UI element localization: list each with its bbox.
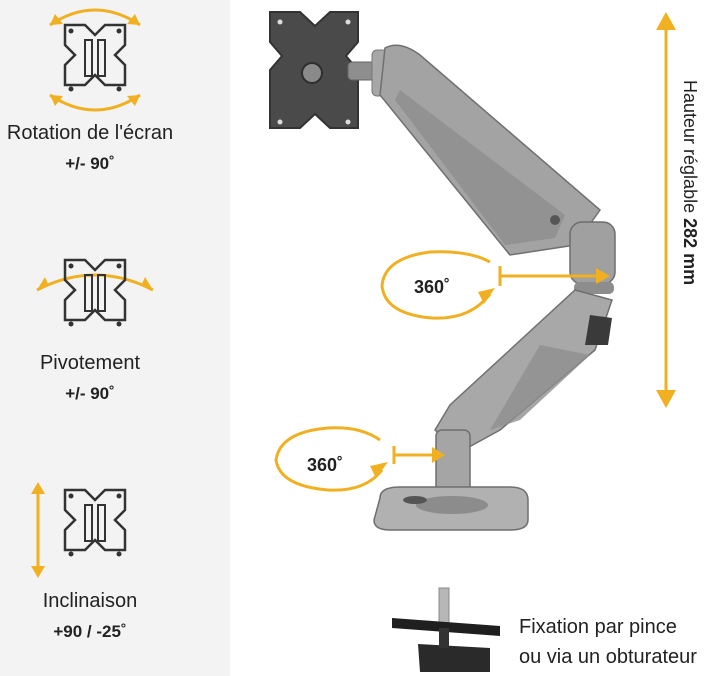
- height-label: Hauteur réglable 282 mm: [679, 80, 700, 285]
- feature-value: +/- 90˚: [65, 154, 115, 173]
- lower-rotation-indicator: [274, 426, 445, 492]
- height-value: 282 mm: [680, 218, 700, 286]
- feature-label: Inclinaison: [42, 590, 138, 612]
- rotation-icon: [49, 8, 141, 112]
- lower-arm: [434, 289, 613, 453]
- feature-label: Pivotement: [39, 352, 141, 374]
- feature-value: +/- 90˚: [65, 384, 115, 403]
- monitor-arm-illustration: [269, 11, 676, 672]
- upper-rotation-indicator: [380, 250, 610, 320]
- feature-pivot: Pivotement +/- 90˚: [0, 240, 230, 410]
- upper-arm: [379, 44, 602, 256]
- feature-tilt: Inclinaison +90 / -25˚: [0, 470, 230, 670]
- feature-label: Rotation de l'écran: [6, 122, 174, 144]
- mount-description: Fixation par pince ou via un obturateur: [519, 612, 697, 672]
- vesa-plate: [269, 11, 359, 129]
- feature-rotation: Rotation de l'écran +/- 90˚: [0, 0, 230, 200]
- mount-line-1: Fixation par pince: [519, 616, 677, 638]
- feature-value: +90 / -25˚: [53, 622, 127, 641]
- clamp-icon: [392, 587, 500, 672]
- mount-line-2: ou via un obturateur: [519, 646, 697, 668]
- height-text: Hauteur réglable: [680, 80, 700, 219]
- lower-rotation-label: 360˚: [307, 455, 344, 475]
- upper-rotation-label: 360˚: [414, 277, 451, 297]
- pivot-icon: [36, 258, 154, 327]
- tilt-icon: [31, 482, 127, 578]
- height-arrow: [656, 12, 676, 408]
